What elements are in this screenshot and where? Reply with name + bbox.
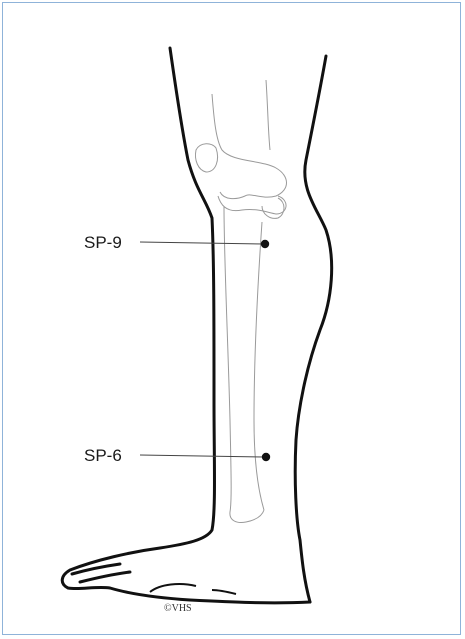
fibula-head-outline [262, 198, 284, 218]
sp9-leader-line [140, 242, 264, 244]
sp6-label: SP-6 [84, 446, 122, 465]
acupoint-sp9: SP-9 [84, 233, 269, 252]
sp6-point [262, 453, 270, 461]
tibia-head-outline [218, 196, 286, 214]
leg-outline [62, 48, 331, 603]
sole-detail [150, 584, 236, 594]
sp6-leader-line [140, 455, 264, 457]
sp9-point [261, 240, 269, 248]
acupoint-sp6: SP-6 [84, 446, 270, 465]
tibia-shaft-outline [224, 206, 264, 523]
patella-outline [195, 144, 217, 172]
femur-outline [212, 80, 287, 199]
sp9-label: SP-9 [84, 233, 122, 252]
anterior-contour [295, 56, 331, 602]
posterior-contour [62, 48, 310, 603]
copyright-mark: ©VHS [164, 603, 192, 614]
